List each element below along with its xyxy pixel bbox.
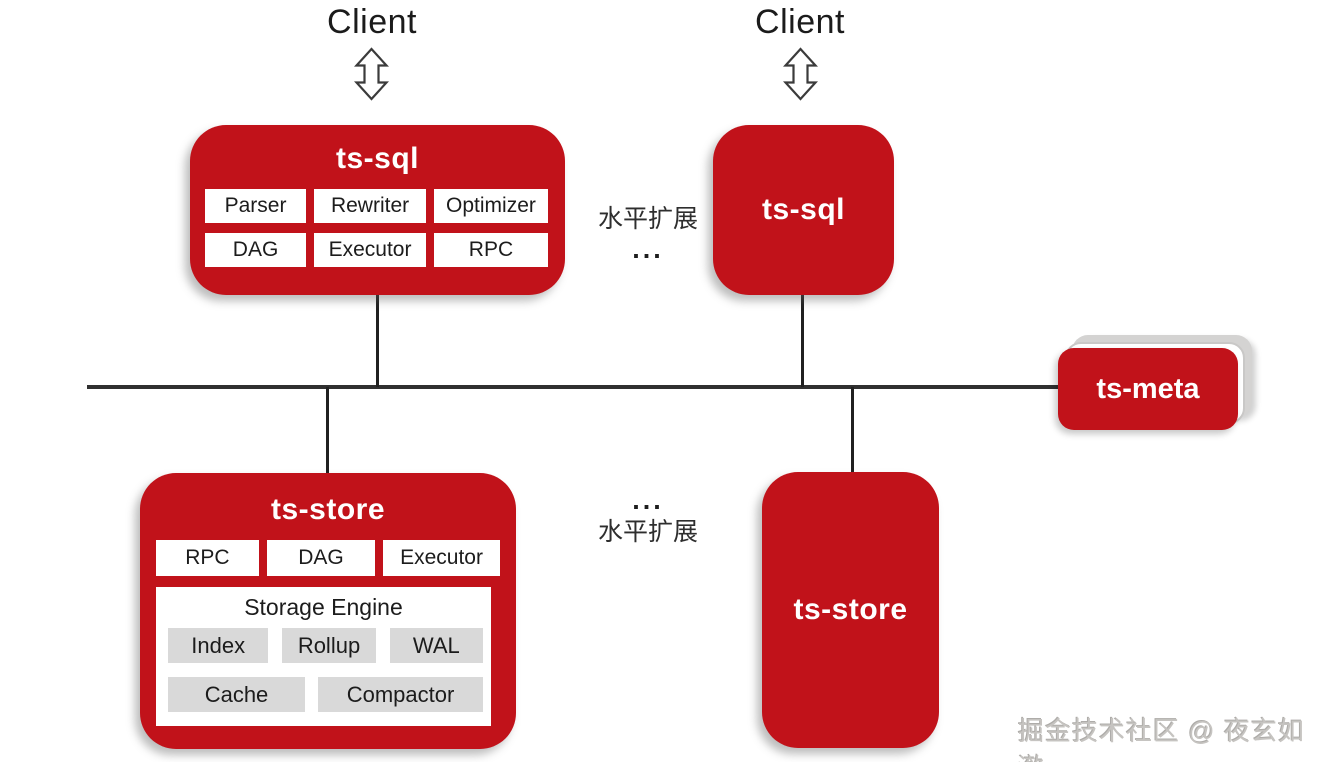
ts-sql-node-replica: ts-sql [713, 125, 894, 295]
connector-tsstore-left [326, 387, 329, 475]
ts-meta-node: ts-meta [1058, 335, 1252, 430]
storage-engine-row2: Cache Compactor [168, 677, 483, 712]
module-parser: Parser [205, 189, 307, 223]
ts-meta-stack-layer-front: ts-meta [1058, 348, 1238, 430]
hscale-note-top: 水平扩展 ... [583, 204, 713, 264]
node-title: ts-store [270, 493, 386, 526]
module-index: Index [168, 628, 269, 663]
connector-tssql-right [801, 293, 804, 387]
hscale-label: 水平扩展 [597, 518, 698, 546]
connector-tssql-left [376, 294, 379, 387]
module-rewriter: Rewriter [314, 189, 426, 223]
ellipsis-dots: ... [632, 485, 664, 515]
module-executor: Executor [383, 540, 500, 576]
node-title: ts-store [793, 593, 908, 626]
module-cache: Cache [168, 677, 305, 712]
client-label-right: Client [755, 3, 845, 41]
ts-store-module-grid: RPC DAG Executor [156, 540, 500, 576]
hscale-label: 水平扩展 [597, 205, 698, 233]
ts-sql-module-grid: Parser Rewriter Optimizer DAG Executor R… [205, 189, 548, 267]
module-rollup: Rollup [282, 628, 376, 663]
node-title: ts-sql [335, 142, 419, 175]
module-compactor: Compactor [318, 677, 483, 712]
module-dag: DAG [205, 233, 307, 267]
module-executor: Executor [314, 233, 426, 267]
ts-store-node-detailed: ts-store RPC DAG Executor Storage Engine… [140, 473, 516, 749]
node-title: ts-meta [1096, 372, 1200, 405]
node-title: ts-sql [761, 193, 845, 226]
watermark: 掘金技术社区 @ 夜玄如澈 [1018, 716, 1305, 762]
storage-engine-panel: Storage Engine Index Rollup WAL Cache Co… [156, 587, 491, 726]
module-rpc: RPC [156, 540, 259, 576]
bus-line [87, 385, 1062, 389]
module-wal: WAL [389, 628, 483, 663]
client-label-left: Client [327, 3, 417, 41]
module-rpc: RPC [433, 233, 548, 267]
updown-arrow-icon [354, 47, 389, 101]
ts-sql-node-detailed: ts-sql Parser Rewriter Optimizer DAG Exe… [190, 125, 565, 295]
hscale-note-bottom: ... 水平扩展 [583, 485, 713, 547]
storage-engine-row1: Index Rollup WAL [168, 628, 483, 663]
module-dag: DAG [266, 540, 376, 576]
ts-store-node-replica: ts-store [762, 472, 939, 748]
module-optimizer: Optimizer [433, 189, 548, 223]
updown-arrow-icon [783, 47, 818, 101]
connector-tsstore-right [851, 387, 854, 472]
storage-engine-title: Storage Engine [244, 594, 403, 620]
ellipsis-dots: ... [632, 234, 664, 264]
